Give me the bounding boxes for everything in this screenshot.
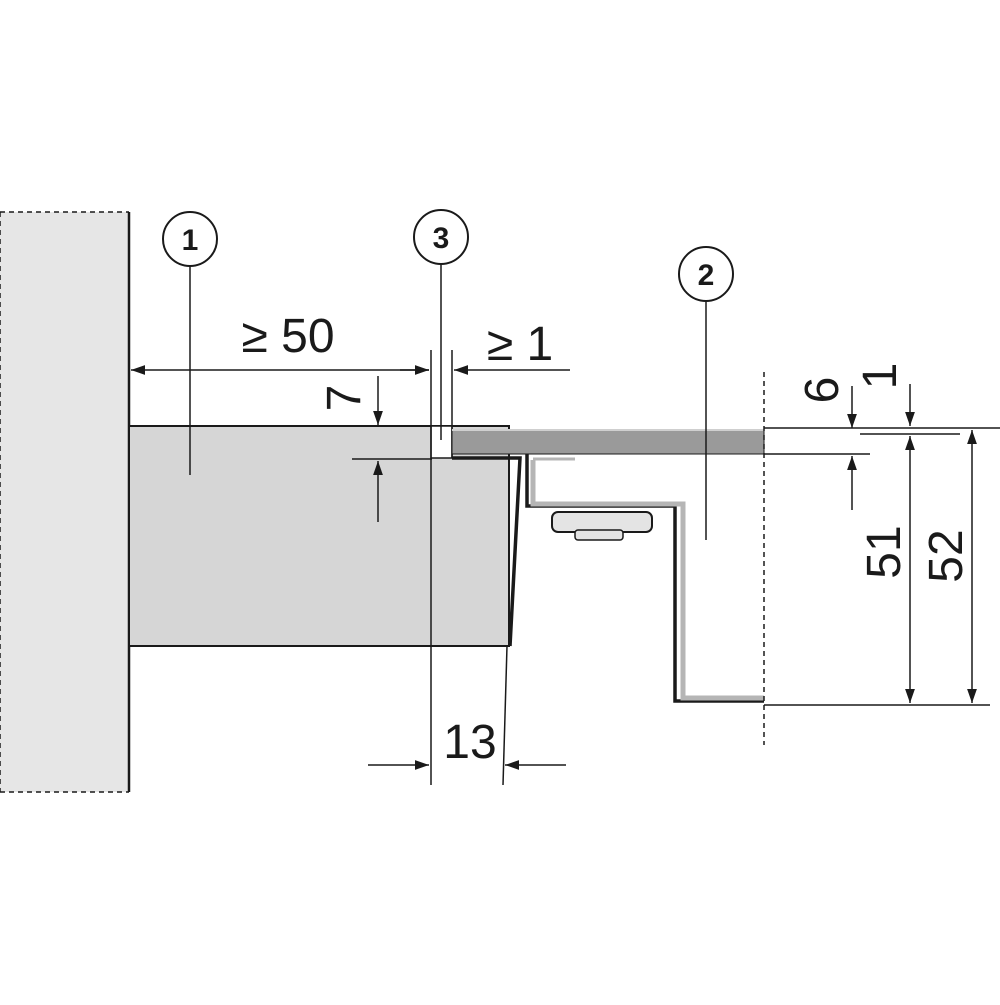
dim-clearance-left-label: ≥ 50 [241,310,334,363]
dim-top-6-label: 6 [796,377,849,404]
right-extension-lines [764,427,1000,706]
dim-depth-7: 7 [318,376,432,522]
dim-clearance-right-label: ≥ 1 [487,318,553,371]
callout-3: 3 [413,209,469,440]
dim-height-52: 52 [920,430,977,703]
dim-panel-13-label: 13 [443,716,496,769]
callout-1: 1 [162,211,218,475]
callout-2: 2 [678,246,734,540]
dim-height-51-label: 51 [858,525,911,578]
cooktop-body [452,454,764,703]
dim-top-1-label: 1 [854,363,907,390]
worktop-panel [128,425,510,647]
dim-height-51: 51 [858,436,915,703]
dim-clearance-left: ≥ 50 [131,310,429,375]
cooktop-glass [451,429,765,455]
dim-panel-13: 13 [368,645,566,786]
wall [0,211,131,793]
callout-3-label: 3 [433,222,450,255]
dim-height-52-label: 52 [920,529,973,582]
callout-2-label: 2 [698,259,715,292]
callout-1-label: 1 [182,224,199,257]
dim-depth-7-label: 7 [318,385,371,412]
dim-clearance-right: ≥ 1 [400,318,570,375]
dim-top-6: 6 [796,377,857,510]
dim-top-1: 1 [854,363,915,426]
